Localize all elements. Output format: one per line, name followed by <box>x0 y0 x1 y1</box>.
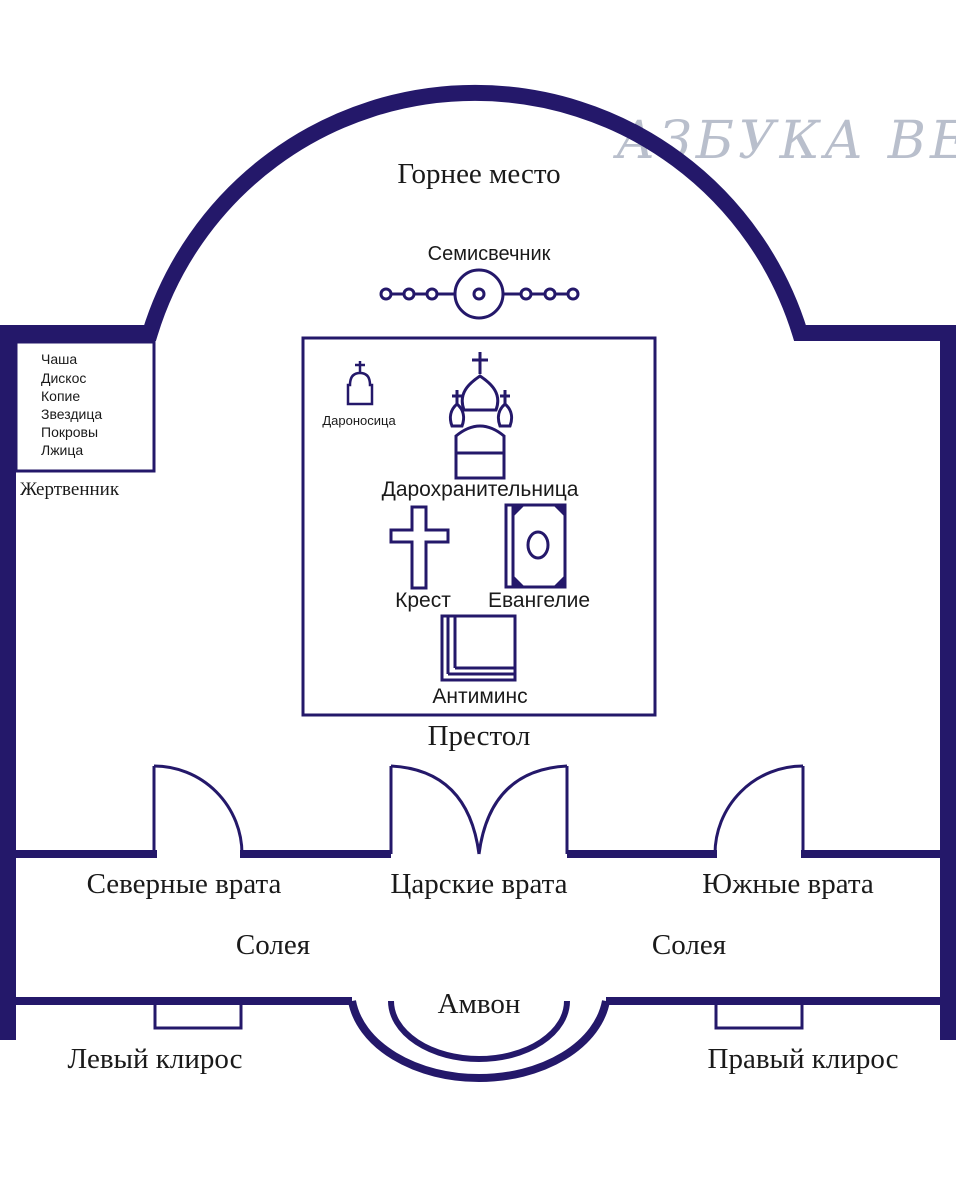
north-doors-label: Северные врата <box>87 868 282 900</box>
gospel-icon <box>504 503 567 589</box>
solea-right-label: Солея <box>652 929 726 961</box>
ambo-label: Амвон <box>438 988 521 1020</box>
prothesis-items-list: Чаша Дискос Копие Звездица Покровы Лжица <box>41 351 102 458</box>
south-door <box>713 764 805 855</box>
prothesis-item: Копие <box>41 388 80 404</box>
menorah-label: Семисвечник <box>428 243 551 265</box>
north-door <box>152 764 244 855</box>
solea-left-label: Солея <box>236 929 310 961</box>
ambo <box>348 1000 610 1083</box>
left-kliros-bench <box>153 999 243 1030</box>
royal-doors <box>389 764 569 855</box>
prothesis-item: Звездица <box>41 406 102 422</box>
royal-doors-label: Царские врата <box>390 868 567 900</box>
right-kliros-label: Правый клирос <box>708 1043 899 1075</box>
altar-table-label: Престол <box>428 720 531 752</box>
gospel-label: Евангелие <box>488 589 590 612</box>
altar-outer-wall <box>0 84 956 1040</box>
prothesis-table <box>14 340 156 473</box>
tabernacle-icon <box>448 352 514 480</box>
prothesis-item: Дискос <box>41 370 86 386</box>
artophorion-icon <box>346 361 374 406</box>
left-kliros-label: Левый клирос <box>68 1043 243 1075</box>
tabernacle-label: Дарохранительница <box>382 478 579 501</box>
altar-table <box>301 336 657 717</box>
cross-icon <box>389 505 450 590</box>
south-doors-label: Южные врата <box>702 868 874 900</box>
prothesis-item: Покровы <box>41 424 98 440</box>
high-place-label: Горнее место <box>397 158 560 190</box>
antimension-label: Антиминс <box>432 685 527 708</box>
menorah-icon <box>379 268 580 320</box>
artophorion-label: Дароносица <box>322 413 396 428</box>
cross-label: Крест <box>395 589 451 612</box>
antimension-icon <box>440 614 517 682</box>
prothesis-label: Жертвенник <box>20 479 120 500</box>
prothesis-item: Чаша <box>41 351 77 367</box>
prothesis-item: Лжица <box>41 442 83 458</box>
right-kliros-bench <box>714 999 804 1030</box>
